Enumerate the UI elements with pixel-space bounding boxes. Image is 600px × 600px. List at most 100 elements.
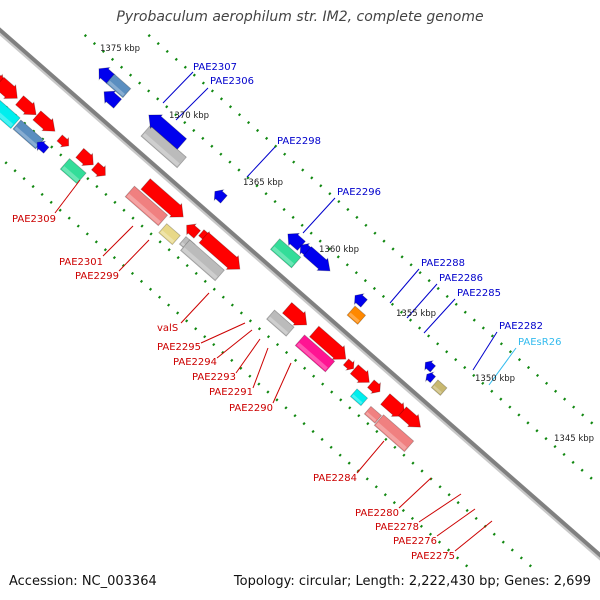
gene-shape <box>425 371 437 384</box>
tick-mark <box>76 224 80 228</box>
tick-mark <box>67 216 71 220</box>
tick-mark <box>176 256 180 260</box>
tick-mark <box>420 469 424 473</box>
gene-shape <box>266 309 295 337</box>
gene-shape <box>75 147 94 166</box>
gene-arrow <box>349 364 370 383</box>
gene-shape <box>309 325 347 360</box>
tick-mark <box>417 326 422 330</box>
tick-mark <box>255 184 259 188</box>
gene-highlight <box>107 80 125 97</box>
gene-arrow <box>140 178 184 218</box>
gene-shape <box>105 73 132 99</box>
gene-shape <box>36 140 50 154</box>
gene-block <box>59 158 87 185</box>
tick-mark <box>427 334 431 338</box>
gene-shape <box>424 360 437 373</box>
leader-line <box>472 331 498 371</box>
tick-mark <box>185 263 189 268</box>
tick-mark <box>119 65 124 69</box>
tick-mark <box>176 311 180 315</box>
tick-mark <box>481 326 485 330</box>
tick-mark <box>210 89 214 93</box>
gene-arrow <box>56 134 70 148</box>
tick-mark <box>83 34 87 38</box>
tick-mark <box>174 113 178 117</box>
tick-mark <box>157 295 162 299</box>
gene-block <box>349 388 369 407</box>
gene-arrow <box>36 140 50 154</box>
tick-mark <box>437 540 442 544</box>
gene-shape <box>397 406 421 428</box>
tick-mark <box>246 120 251 125</box>
tick-mark <box>526 365 531 370</box>
tick-mark <box>364 223 368 227</box>
gene-shape <box>342 358 355 371</box>
gene-block <box>363 405 383 424</box>
tick-mark <box>185 319 189 323</box>
tick-mark <box>310 176 314 180</box>
tick-mark <box>384 437 388 442</box>
scale-label: 1345 kbp <box>554 434 594 444</box>
tick-mark <box>194 271 198 276</box>
gene-block <box>12 119 45 150</box>
tick-mark <box>147 34 151 38</box>
tick-mark <box>283 152 287 156</box>
tick-mark <box>463 310 467 314</box>
gene-shape <box>59 158 87 185</box>
tick-mark <box>528 564 532 568</box>
gene-arrow <box>32 110 56 132</box>
gene-highlight <box>375 422 407 451</box>
tick-mark <box>31 184 35 189</box>
tick-mark <box>228 105 233 109</box>
tick-mark <box>347 461 351 465</box>
tick-mark <box>210 144 214 148</box>
gene-highlight <box>0 112 14 128</box>
tick-mark <box>139 279 144 283</box>
leader-line <box>252 347 269 389</box>
leader-line <box>436 508 476 537</box>
tick-mark <box>95 184 99 189</box>
gene-label: PAE2291 <box>209 387 253 398</box>
gene-label: PAE2296 <box>337 187 381 198</box>
tick-mark <box>221 295 225 299</box>
tick-mark <box>391 247 395 251</box>
gene-shape <box>269 238 302 269</box>
tick-mark <box>554 389 558 393</box>
gene-label: PAE2280 <box>355 508 399 519</box>
tick-mark <box>474 516 478 521</box>
map-title: Pyrobaculum aerophilum str. IM2, complet… <box>116 9 484 25</box>
tick-mark <box>319 184 323 188</box>
gene-arrow <box>213 189 228 204</box>
tick-mark <box>248 374 252 378</box>
tick-mark <box>275 342 280 347</box>
tick-mark <box>140 224 144 228</box>
gene-arrow <box>302 246 331 272</box>
tick-mark <box>381 294 386 299</box>
tick-mark <box>266 335 271 339</box>
gene-arrow <box>309 325 347 360</box>
gene-label: PAE2285 <box>457 288 501 299</box>
gene-arrow <box>148 114 188 150</box>
leader-line <box>180 292 210 324</box>
tick-mark <box>374 485 378 489</box>
gene-block <box>0 99 21 130</box>
leader-line <box>406 283 438 319</box>
tick-mark <box>535 373 540 378</box>
tick-mark <box>266 390 270 394</box>
leader-line <box>216 329 253 359</box>
leader-line <box>102 225 134 257</box>
tick-mark <box>103 248 107 252</box>
gene-shape <box>294 334 336 373</box>
gene-shape <box>140 125 187 169</box>
gene-label: valS <box>157 323 178 334</box>
leader-line <box>356 440 385 474</box>
tick-mark <box>131 216 135 220</box>
tick-mark <box>167 303 171 307</box>
gene-shape <box>90 161 106 177</box>
gene-highlight <box>432 385 442 394</box>
tick-mark <box>203 279 207 283</box>
tick-mark <box>445 350 449 354</box>
tick-mark <box>327 247 331 251</box>
